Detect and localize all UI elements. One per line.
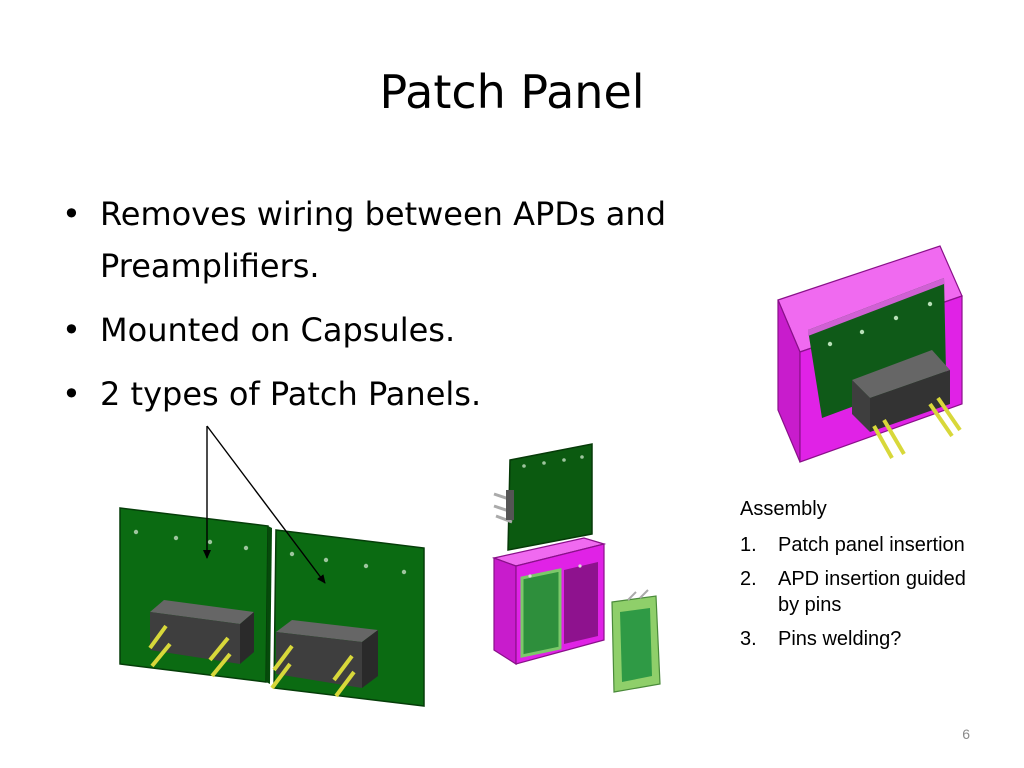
bullet-text: Mounted on Capsules.	[100, 311, 456, 349]
assembly-notes: Assembly 1. Patch panel insertion 2. APD i…	[740, 496, 970, 660]
step-text: APD insertion guided by pins	[778, 568, 966, 616]
step-number: 1.	[740, 534, 757, 556]
exploded-board-render	[493, 443, 593, 551]
assembly-step: 2. APD insertion guided by pins	[740, 566, 970, 618]
bullet-item: • 2 types of Patch Panels.	[62, 368, 782, 420]
patch-panel-left-render	[119, 507, 272, 684]
step-number: 2.	[740, 568, 757, 590]
exploded-apd-render	[611, 589, 661, 693]
exploded-frame-render	[491, 537, 607, 666]
bullet-list: • Removes wiring between APDs and Preampl…	[62, 188, 782, 432]
step-number: 3.	[740, 628, 757, 650]
bullet-dot-icon: •	[62, 375, 81, 413]
step-text: Pins welding?	[778, 628, 902, 650]
assembly-step: 1. Patch panel insertion	[740, 532, 970, 558]
step-text: Patch panel insertion	[778, 534, 965, 556]
page-number: 6	[962, 726, 970, 742]
slide-title: Patch Panel	[379, 65, 645, 119]
bullet-text: 2 types of Patch Panels.	[100, 375, 482, 413]
arrow-pointer-icon	[206, 425, 326, 584]
patch-panel-right-render	[270, 529, 425, 707]
bullet-dot-icon: •	[62, 195, 81, 233]
assembly-step: 3. Pins welding?	[740, 626, 970, 652]
bullet-item: • Mounted on Capsules.	[62, 304, 782, 356]
bullet-text: Removes wiring between APDs and Preampli…	[100, 195, 666, 285]
bullet-item: • Removes wiring between APDs and Preampl…	[62, 188, 782, 292]
bullet-dot-icon: •	[62, 311, 81, 349]
assembled-unit-render	[777, 245, 963, 463]
assembly-heading: Assembly	[740, 498, 827, 520]
